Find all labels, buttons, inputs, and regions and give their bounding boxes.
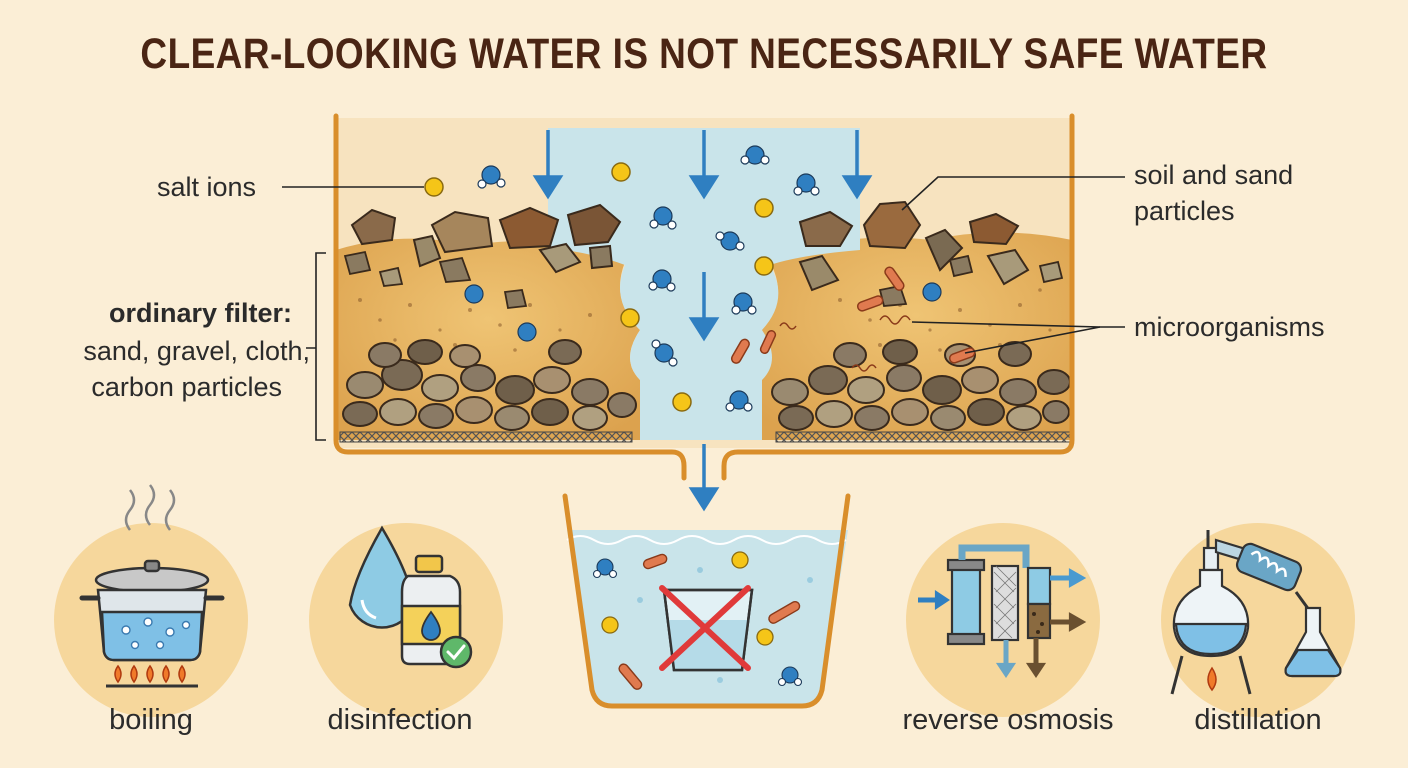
label-filter-heading: ordinary filter: — [20, 296, 292, 330]
method-label-reverse-osmosis: reverse osmosis — [902, 704, 1114, 736]
flow-arrows — [532, 130, 873, 512]
filter-heading-text: ordinary filter: — [108, 298, 292, 328]
unsafe-cup-icon — [659, 585, 754, 672]
label-soil-sand-line2: particles — [1134, 196, 1235, 226]
mesh-screen-left — [339, 431, 633, 443]
mesh-screen-right — [775, 431, 1071, 443]
disinfectant-bottle-icon — [348, 525, 473, 669]
leader-lines — [282, 176, 1125, 441]
page-title: CLEAR-LOOKING WATER IS NOT NECESSARILY S… — [140, 30, 1268, 78]
label-microorganisms: microorganisms — [1134, 312, 1325, 342]
soil-rocks-right — [798, 200, 1030, 292]
method-label-distillation: distillation — [1194, 704, 1322, 736]
label-filter-line2: carbon particles — [91, 372, 282, 402]
label-soil-sand-line1: soil and sand — [1134, 160, 1294, 190]
water-molecules — [464, 145, 942, 412]
soil-rocks-left — [350, 203, 622, 274]
method-label-boiling: boiling — [109, 704, 193, 736]
distillation-icon — [1170, 530, 1342, 695]
method-label-disinfection: disinfection — [327, 704, 473, 736]
label-salt-ions: salt ions — [157, 172, 257, 202]
microbe-spirals — [779, 315, 911, 372]
label-filter-line1: sand, gravel, cloth, — [83, 336, 310, 366]
salt-ions — [424, 162, 774, 412]
reverse-osmosis-icon — [918, 544, 1087, 678]
collected-water-beaker — [562, 493, 851, 709]
boiling-pot-icon — [79, 484, 225, 688]
gravel-left — [342, 339, 637, 431]
